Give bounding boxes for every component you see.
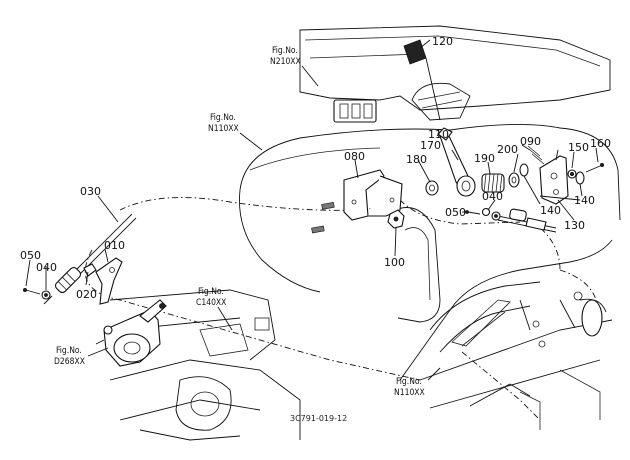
- part-label-050-left: 050: [20, 249, 41, 262]
- fig-ref-n210-prefix: Fig.No.: [272, 46, 298, 56]
- fig-ref-n110-top-prefix: Fig.No.: [210, 113, 236, 123]
- part-label-080: 080: [344, 150, 365, 163]
- part-label-030: 030: [80, 185, 101, 198]
- fig-ref-d268-code: D268XX: [54, 357, 85, 367]
- part-label-120: 120: [432, 35, 453, 48]
- part-label-100: 100: [384, 256, 405, 269]
- part-label-160: 160: [590, 137, 611, 150]
- part-label-040-right: 040: [482, 190, 503, 203]
- fig-ref-n210[interactable]: Fig.No. N210XX: [270, 46, 319, 87]
- part-label-010: 010: [104, 239, 125, 252]
- fig-ref-d268[interactable]: Fig.No. D268XX: [54, 346, 109, 367]
- part-label-170: 170: [420, 139, 441, 152]
- right-linkage-assembly: [465, 145, 605, 233]
- left-cable-assembly: [22, 213, 137, 305]
- leader-lines: [25, 39, 599, 290]
- part-label-040-left: 040: [36, 261, 57, 274]
- lower-frame: [419, 291, 613, 430]
- dashboard-housing: [299, 25, 611, 123]
- part-label-050-right: 050: [445, 206, 466, 219]
- part-label-140-b: 140: [574, 194, 595, 207]
- spring: [481, 173, 505, 193]
- part-label-090: 090: [520, 135, 541, 148]
- fig-ref-n110-top[interactable]: Fig.No. N110XX: [208, 113, 263, 151]
- part-label-200: 200: [497, 143, 518, 156]
- governor-lever-unit: [95, 299, 167, 367]
- part-label-140-a: 140: [540, 204, 561, 217]
- diagram-code: 3C791-019-12: [290, 414, 347, 423]
- fender-shell: [239, 123, 621, 381]
- lower-left-frame: [109, 289, 301, 441]
- fig-ref-n210-code: N210XX: [270, 57, 301, 67]
- fig-ref-c140-code: C140XX: [196, 298, 226, 308]
- fig-ref-n110-top-code: N110XX: [208, 124, 239, 134]
- lever-bracket-assembly: [311, 39, 520, 234]
- part-label-130: 130: [564, 219, 585, 232]
- part-label-190: 190: [474, 152, 495, 165]
- fig-ref-n110-bottom-code: N110XX: [394, 388, 425, 398]
- fig-ref-d268-prefix: Fig.No.: [56, 346, 82, 356]
- part-label-150: 150: [568, 141, 589, 154]
- fig-ref-n110-bottom[interactable]: Fig.No. N110XX: [394, 367, 441, 398]
- fig-ref-c140[interactable]: Fig.No. C140XX: [196, 287, 233, 331]
- part-label-110: 110: [428, 128, 449, 141]
- part-label-180: 180: [406, 153, 427, 166]
- part-label-020: 020: [76, 288, 97, 301]
- fig-ref-n110-bottom-prefix: Fig.No.: [396, 377, 422, 387]
- fig-ref-c140-prefix: Fig.No.: [198, 287, 224, 297]
